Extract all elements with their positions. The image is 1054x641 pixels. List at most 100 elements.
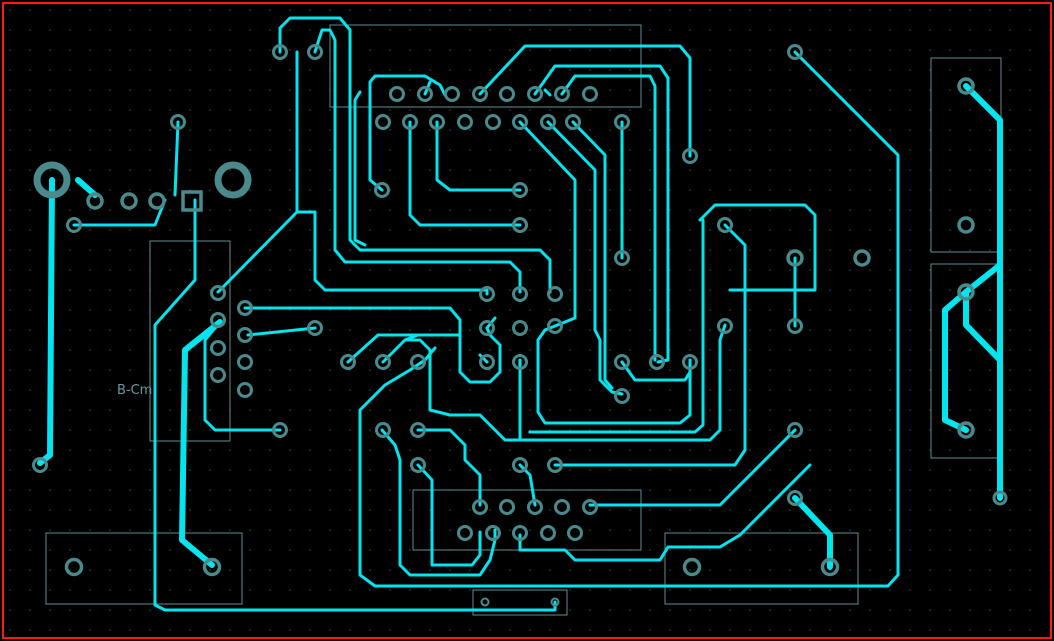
pad xyxy=(210,312,226,328)
pad xyxy=(682,148,698,164)
pad xyxy=(614,354,630,370)
pad xyxy=(479,354,495,370)
pad xyxy=(512,457,528,473)
pad xyxy=(512,286,528,302)
pad xyxy=(457,525,473,541)
pad xyxy=(210,340,226,356)
pad xyxy=(512,320,528,336)
pad xyxy=(210,285,226,301)
jack-pad-left xyxy=(33,161,71,199)
pad xyxy=(120,192,138,210)
pad xyxy=(410,354,426,370)
pad xyxy=(527,499,543,515)
relay-pad xyxy=(957,283,975,301)
pad xyxy=(992,490,1008,506)
pad xyxy=(614,250,630,266)
pad xyxy=(499,86,515,102)
pad xyxy=(614,388,630,404)
pad xyxy=(32,457,48,473)
pad xyxy=(237,300,253,316)
pad xyxy=(786,249,804,267)
signal-traces xyxy=(72,16,900,612)
pad xyxy=(787,318,803,334)
pad xyxy=(402,114,418,130)
pad xyxy=(485,114,501,130)
pad xyxy=(547,318,563,334)
pad xyxy=(485,525,501,541)
pad xyxy=(148,192,166,210)
pad xyxy=(210,367,226,383)
pad xyxy=(237,327,253,343)
square-pad xyxy=(181,190,203,212)
pad xyxy=(479,286,495,302)
jack-pad-right xyxy=(214,161,252,199)
relay-pad xyxy=(957,77,975,95)
pad xyxy=(237,354,253,370)
pad xyxy=(614,114,630,130)
pad xyxy=(86,192,104,210)
pad xyxy=(237,382,253,398)
pad xyxy=(649,354,665,370)
pad xyxy=(567,525,583,541)
pad xyxy=(554,499,570,515)
terminal-pad xyxy=(64,557,84,577)
pad xyxy=(512,114,528,130)
pad xyxy=(272,44,288,60)
pad xyxy=(582,499,598,515)
pad xyxy=(512,217,528,233)
pad xyxy=(307,320,323,336)
pad xyxy=(472,86,488,102)
pad xyxy=(554,86,570,102)
pad xyxy=(457,114,473,130)
pad xyxy=(417,86,433,102)
pad xyxy=(410,422,426,438)
terminal-pad xyxy=(202,557,222,577)
pad xyxy=(479,320,495,336)
terminal-pad xyxy=(682,557,702,577)
pad xyxy=(389,86,405,102)
silk-small-part xyxy=(472,589,568,616)
pad xyxy=(547,286,563,302)
pad xyxy=(853,249,871,267)
pad xyxy=(527,86,543,102)
pad xyxy=(499,499,515,515)
pad xyxy=(540,114,556,130)
pad xyxy=(480,597,490,607)
pad xyxy=(717,318,733,334)
pad xyxy=(272,422,288,438)
pad xyxy=(375,114,391,130)
relay-pad xyxy=(957,421,975,439)
pad xyxy=(550,597,560,607)
pad xyxy=(66,217,82,233)
pad xyxy=(444,86,460,102)
pad xyxy=(787,490,803,506)
pad xyxy=(375,422,391,438)
pad xyxy=(307,44,323,60)
pad xyxy=(472,499,488,515)
pads xyxy=(32,44,1008,607)
pad xyxy=(787,422,803,438)
silk-terminal-right xyxy=(664,532,859,605)
pad xyxy=(512,182,528,198)
pad xyxy=(547,457,563,473)
pad xyxy=(429,114,445,130)
pad xyxy=(170,114,186,130)
terminal-pad xyxy=(820,557,840,577)
pad xyxy=(565,114,581,130)
silk-terminal-left xyxy=(45,532,243,605)
pad xyxy=(540,525,556,541)
pad xyxy=(340,354,356,370)
pad xyxy=(512,525,528,541)
pad xyxy=(787,44,803,60)
pad xyxy=(717,217,733,233)
pad xyxy=(582,86,598,102)
silk-bcm-module xyxy=(149,240,231,442)
pad xyxy=(374,182,390,198)
pad xyxy=(375,354,391,370)
pad xyxy=(512,354,528,370)
relay-pad xyxy=(957,216,975,234)
component-label: B-Cm xyxy=(117,383,152,398)
pad xyxy=(410,457,426,473)
pad xyxy=(682,354,698,370)
